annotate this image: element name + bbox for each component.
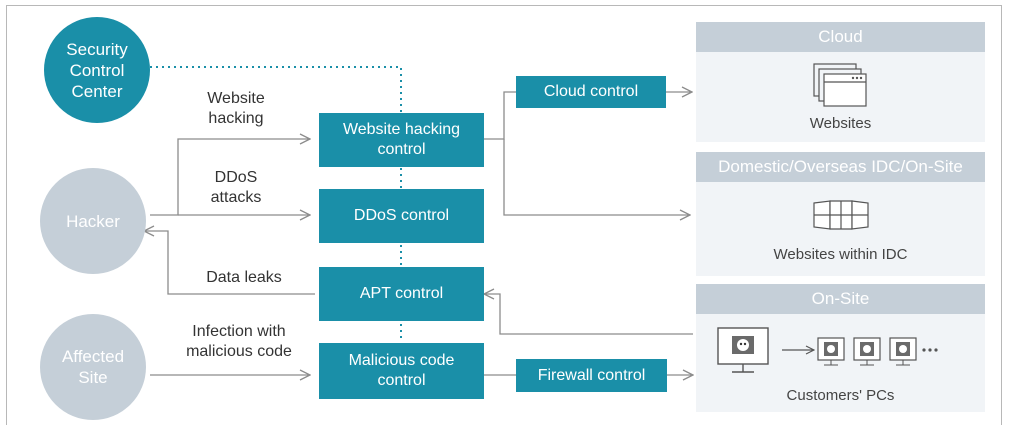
arrow-to-idc: [503, 139, 690, 215]
idc-panel-title: Domestic/Overseas IDC/On-Site: [696, 152, 985, 182]
infected-pcs-icon: [717, 327, 938, 373]
websites-icon: [813, 63, 867, 107]
hacker-node: Hacker: [40, 168, 146, 274]
security-control-center-node: Security Control Center: [44, 17, 150, 123]
label-data-leaks: Data leaks: [206, 269, 282, 286]
label-infection: Infection with malicious code: [186, 323, 292, 360]
ddos-control-box: DDoS control: [319, 189, 484, 243]
arrow-data-leaks: [144, 231, 315, 295]
cloud-panel: Cloud Websites: [696, 22, 985, 142]
onsite-panel-caption: Customers' PCs: [786, 387, 895, 404]
website-hacking-control-box: Website hacking control: [319, 113, 484, 167]
cloud-control-box: Cloud control: [516, 76, 666, 108]
label-ddos-attacks: DDoS attacks: [210, 169, 262, 206]
idc-panel-caption: Websites within IDC: [773, 246, 908, 263]
label-website-hacking: Website hacking: [207, 90, 265, 127]
server-rack-icon: [813, 200, 869, 230]
firewall-control-box: Firewall control: [516, 359, 667, 392]
arrow-onsite-apt: [484, 294, 693, 335]
idc-panel: Domestic/Overseas IDC/On-Site Websites w…: [696, 152, 985, 276]
cloud-panel-title: Cloud: [696, 22, 985, 52]
apt-control-box: APT control: [319, 267, 484, 321]
onsite-panel-title: On-Site: [696, 284, 985, 314]
cloud-panel-caption: Websites: [809, 115, 872, 132]
arrow-hacker-website: [150, 139, 310, 216]
malicious-code-control-box: Malicious code control: [319, 343, 484, 399]
diagram-frame: [6, 5, 1002, 425]
onsite-panel: On-Site Customer: [696, 284, 985, 412]
affected-site-node: Affected Site: [40, 314, 146, 420]
arrow-to-cloud-control: [484, 91, 516, 140]
